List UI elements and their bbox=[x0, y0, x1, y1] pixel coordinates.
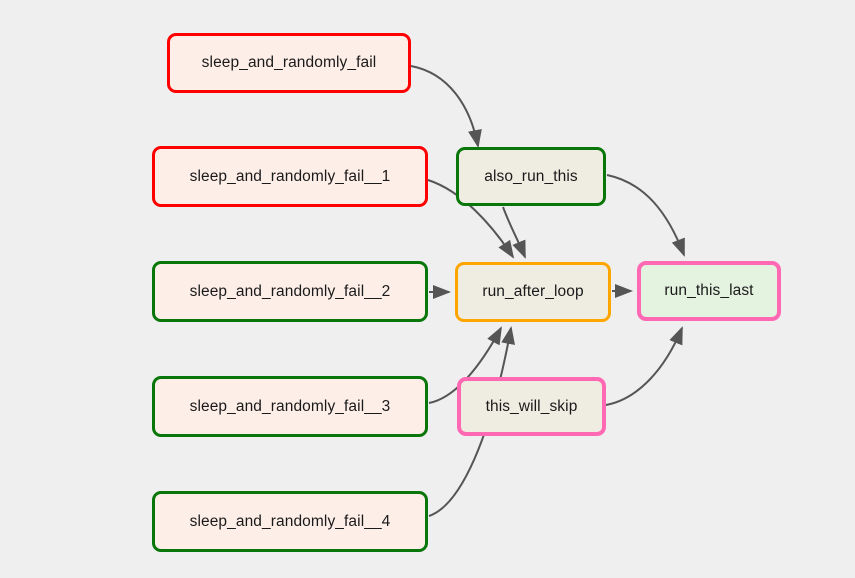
graph-node-label: also_run_this bbox=[484, 167, 578, 185]
graph-node-sleep_and_randomly_fail__1[interactable]: sleep_and_randomly_fail__1 bbox=[152, 146, 428, 207]
graph-node-run_after_loop[interactable]: run_after_loop bbox=[455, 262, 611, 322]
graph-node-label: sleep_and_randomly_fail__3 bbox=[189, 397, 391, 415]
graph-node-sleep_and_randomly_fail__3[interactable]: sleep_and_randomly_fail__3 bbox=[152, 376, 428, 437]
graph-node-label: sleep_and_randomly_fail__2 bbox=[189, 282, 391, 300]
graph-node-this_will_skip[interactable]: this_will_skip bbox=[457, 377, 606, 436]
graph-node-sleep_and_randomly_fail__4[interactable]: sleep_and_randomly_fail__4 bbox=[152, 491, 428, 552]
graph-node-label: sleep_and_randomly_fail__4 bbox=[189, 512, 391, 530]
graph-edge bbox=[410, 65, 482, 148]
graph-node-label: sleep_and_randomly_fail bbox=[201, 54, 377, 72]
graph-node-label: run_this_last bbox=[664, 282, 754, 300]
graph-node-also_run_this[interactable]: also_run_this bbox=[456, 147, 606, 206]
graph-edge bbox=[502, 206, 526, 259]
graph-node-label: run_after_loop bbox=[482, 283, 584, 301]
graph-node-run_this_last[interactable]: run_this_last bbox=[637, 261, 781, 321]
graph-edge bbox=[606, 174, 685, 257]
graph-node-sleep_and_randomly_fail__2[interactable]: sleep_and_randomly_fail__2 bbox=[152, 261, 428, 322]
graph-node-label: this_will_skip bbox=[485, 397, 578, 415]
graph-node-label: sleep_and_randomly_fail__1 bbox=[189, 167, 391, 185]
graph-node-sleep_and_randomly_fail[interactable]: sleep_and_randomly_fail bbox=[167, 33, 411, 93]
graph-edge bbox=[605, 326, 683, 406]
